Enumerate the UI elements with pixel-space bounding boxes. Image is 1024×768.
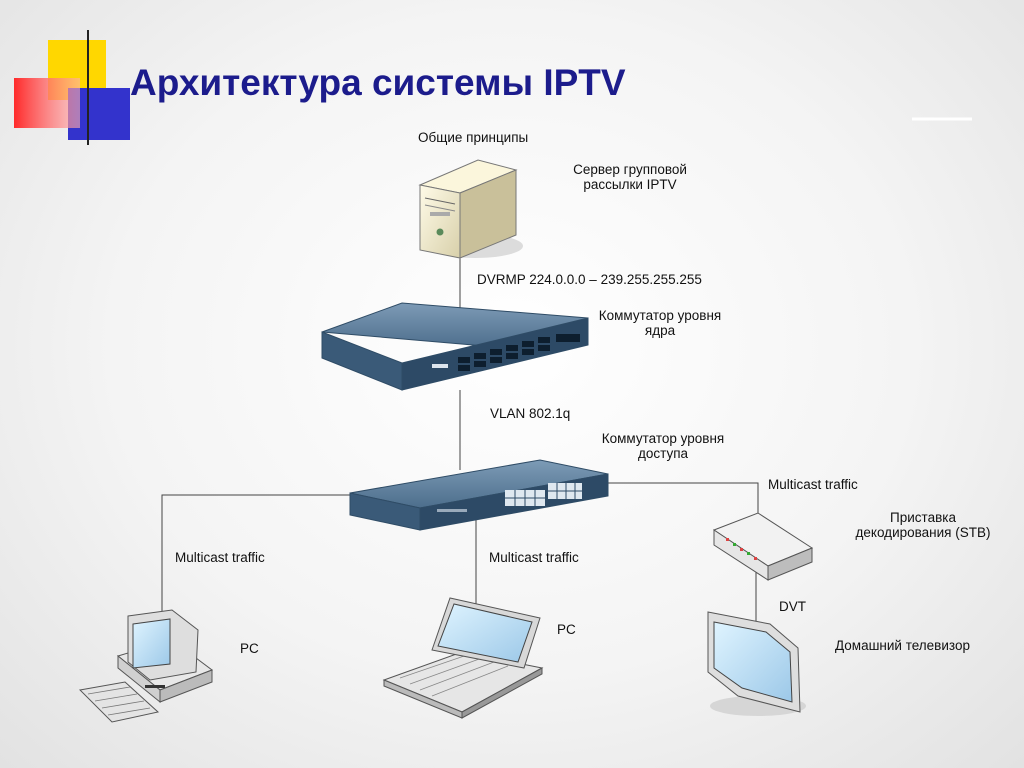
stb-icon [712, 512, 814, 581]
multicast-right-label: Multicast traffic [768, 477, 858, 492]
multicast-left-label: Multicast traffic [175, 550, 265, 565]
access-switch-label: Коммутатор уровня доступа [601, 431, 725, 461]
dvt-label: DVT [779, 599, 806, 614]
page-title: Архитектура системы IPTV [130, 62, 626, 103]
pc-desktop-label: PC [240, 641, 259, 656]
core-switch-icon [321, 302, 589, 391]
access-switch-icon [349, 459, 609, 531]
laptop-icon [382, 597, 544, 719]
tv-label: Домашний телевизор [835, 638, 970, 653]
multicast-center-label: Multicast traffic [489, 550, 579, 565]
dvrmp-label: DVRMP 224.0.0.0 – 239.255.255.255 [477, 272, 702, 287]
vlan-label: VLAN 802.1q [490, 406, 571, 421]
server-icon [418, 159, 523, 259]
subtitle: Общие принципы [418, 130, 529, 145]
desktop-pc-icon [78, 609, 214, 723]
stb-label: Приставка декодирования (STB) [855, 510, 991, 540]
server-label: Сервер групповой рассылки IPTV [573, 162, 687, 192]
pc-laptop-label: PC [557, 622, 576, 637]
core-switch-label: Коммутатор уровня ядра [598, 308, 722, 338]
tv-icon [707, 611, 806, 716]
